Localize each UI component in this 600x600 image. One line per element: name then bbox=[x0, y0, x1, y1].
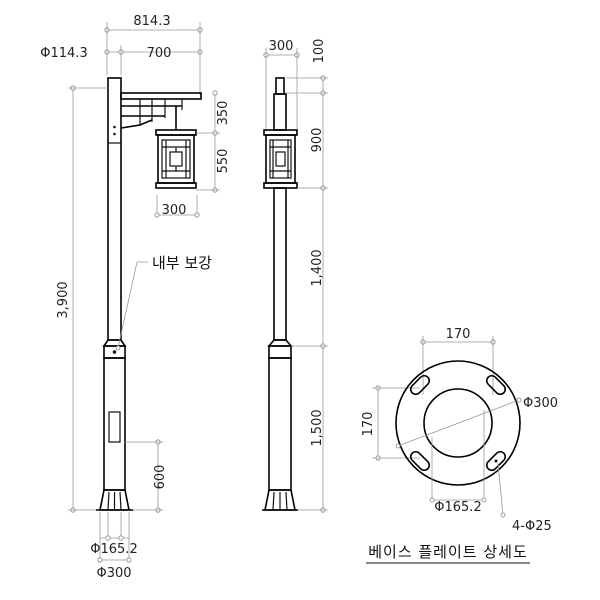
dim-plate-outer-dia: Φ300 bbox=[523, 396, 558, 411]
dim-plate-height: 170 bbox=[361, 412, 376, 437]
base-plate-detail: 170 170 Φ300 Φ165.2 bbox=[361, 327, 558, 564]
front-lamp-dimensions bbox=[154, 90, 220, 218]
plate-height-dimension bbox=[372, 385, 420, 461]
dim-pole-diameter: Φ114.3 bbox=[40, 46, 87, 61]
dim-lamp-top: 350 bbox=[216, 101, 231, 126]
dim-base-bolt-circle: Φ165.2 bbox=[90, 542, 137, 557]
front-view: 814.3 Φ114.3 700 bbox=[40, 14, 231, 581]
dim-side-upper-pole: 1,400 bbox=[310, 249, 325, 286]
dim-side-lower-pole: 1,500 bbox=[310, 409, 325, 446]
side-top-dimension bbox=[263, 48, 300, 132]
side-pole bbox=[262, 77, 298, 511]
dim-total-height: 3,900 bbox=[56, 281, 71, 318]
front-arm bbox=[120, 92, 202, 130]
dim-plate-inner-dia: Φ165.2 bbox=[434, 500, 481, 515]
plate-outer-dia-line bbox=[397, 399, 520, 447]
front-door-dimension bbox=[125, 439, 163, 513]
dim-lamp-width: 300 bbox=[162, 203, 187, 218]
detail-title: 베이스 플레이트 상세도 bbox=[368, 543, 528, 561]
dim-side-lamp-width: 300 bbox=[269, 39, 294, 54]
front-top-dimensions bbox=[104, 22, 203, 95]
plate-width-dimension bbox=[420, 336, 496, 395]
front-base-dimensions bbox=[97, 512, 132, 563]
side-height-dimensions bbox=[286, 75, 328, 513]
dim-lamp-body: 550 bbox=[216, 149, 231, 174]
dim-side-lamp: 900 bbox=[310, 128, 325, 153]
front-lantern bbox=[155, 129, 197, 189]
dim-arm-length: 700 bbox=[147, 46, 172, 61]
dim-overall-arm: 814.3 bbox=[133, 14, 170, 29]
side-lantern bbox=[263, 129, 298, 189]
front-pole bbox=[96, 77, 133, 511]
side-view: 300 bbox=[262, 39, 328, 513]
callout-internal-reinforcement: 내부 보강 bbox=[152, 254, 212, 272]
dim-side-top: 100 bbox=[312, 39, 327, 64]
plate-outer-circle bbox=[395, 360, 521, 486]
front-height-dimension bbox=[68, 85, 108, 513]
dim-base-plate: Φ300 bbox=[96, 566, 131, 581]
dim-door-height: 600 bbox=[153, 465, 168, 490]
plate-inner-circle bbox=[423, 388, 493, 458]
reinforcement-leader bbox=[115, 261, 148, 351]
dim-plate-width: 170 bbox=[446, 327, 471, 342]
plate-bolt-slots bbox=[409, 374, 507, 472]
dim-plate-bolts: 4-Φ25 bbox=[512, 519, 552, 534]
